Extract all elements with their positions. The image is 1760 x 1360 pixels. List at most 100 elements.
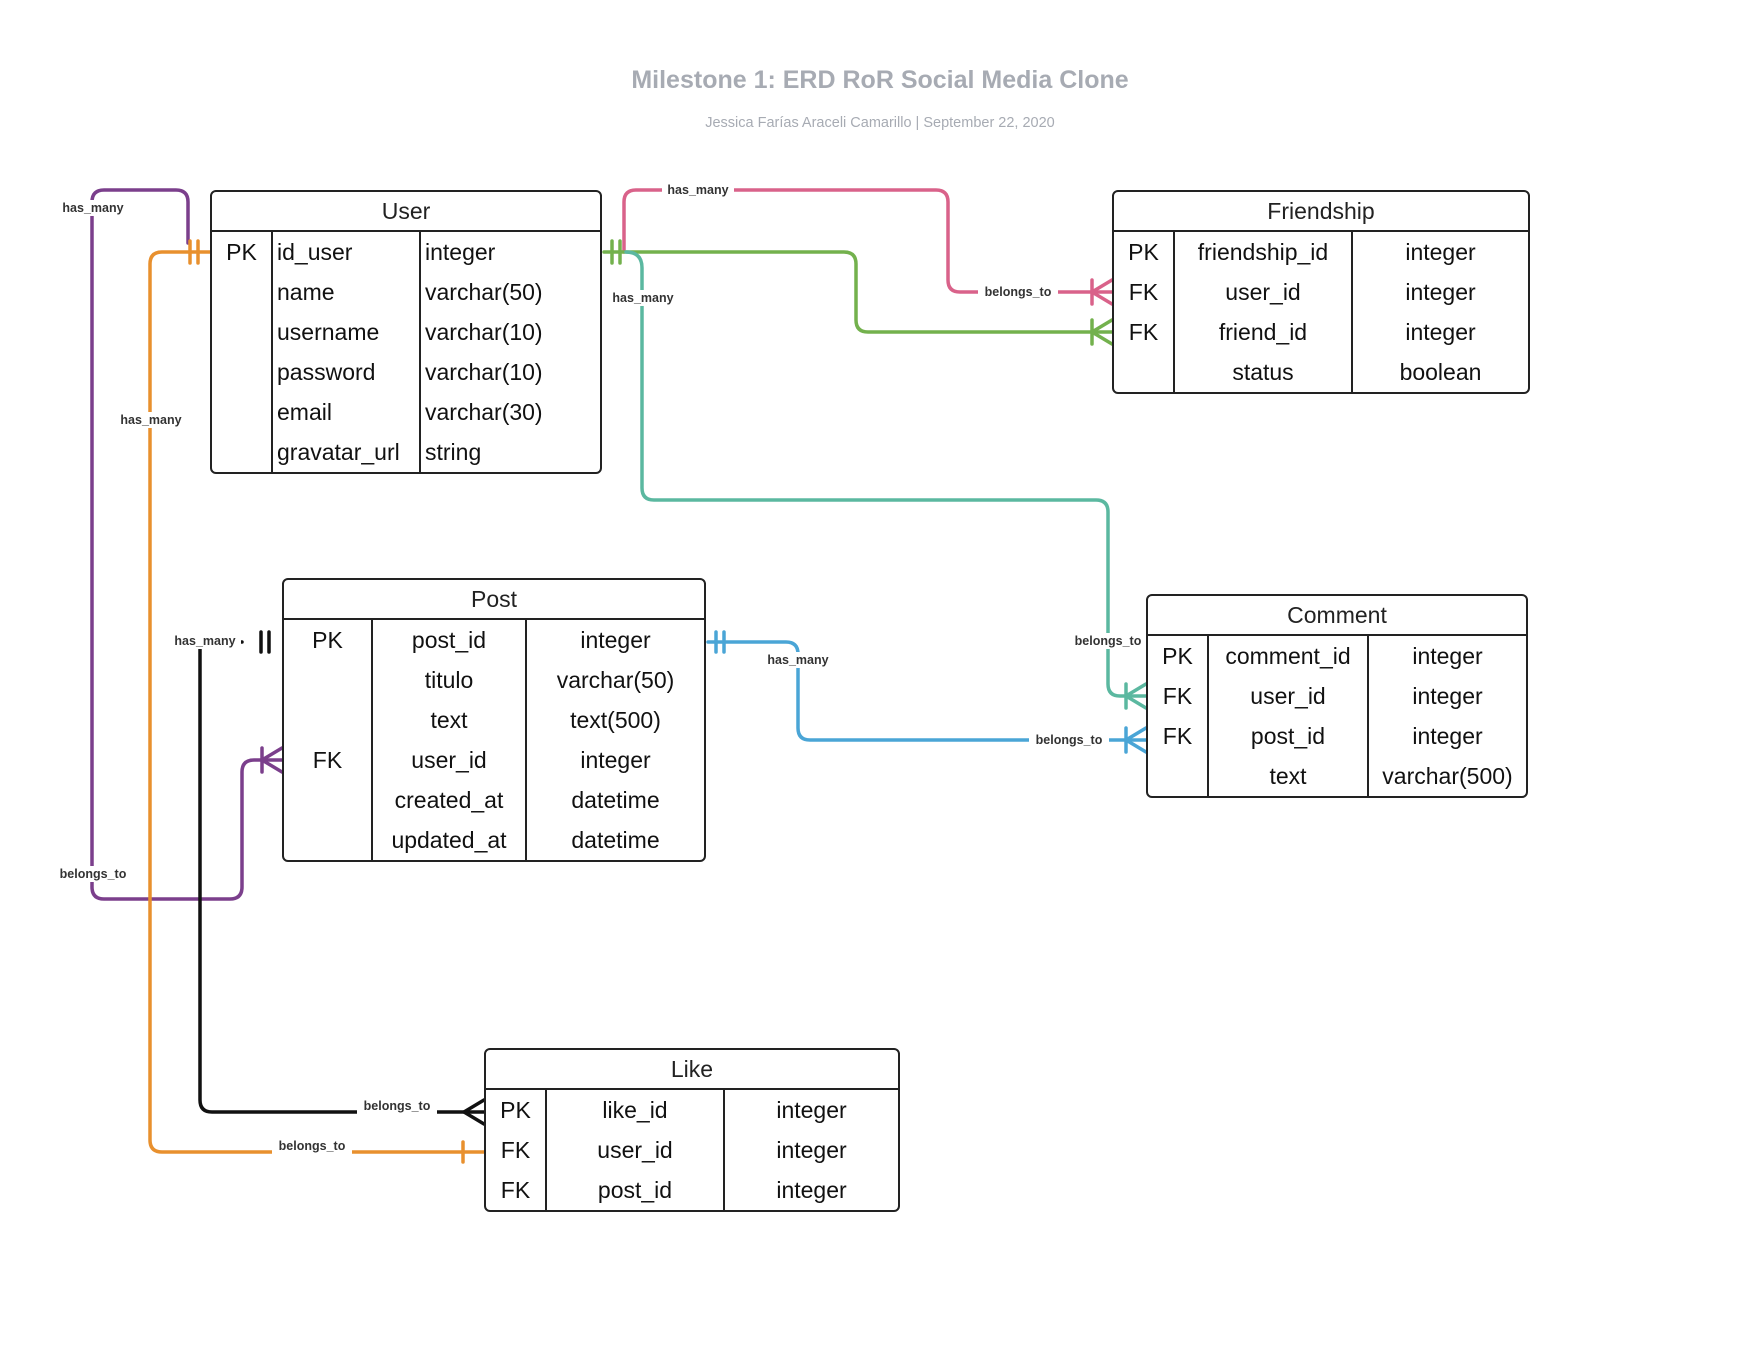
relationship-user-friendship-user[interactable]: has_many belongs_to <box>622 182 1114 306</box>
field-type-cell: integer <box>1351 232 1528 272</box>
relationship-user-comment[interactable]: has_many belongs_to <box>607 250 1148 710</box>
connector-line <box>602 250 1114 334</box>
diagram-title: Milestone 1: ERD RoR Social Media Clone <box>631 66 1129 94</box>
key-cell: PK <box>1128 238 1159 265</box>
field-type-cell: integer <box>1367 636 1526 676</box>
key-cell <box>212 392 272 432</box>
field-name-cell: text <box>1207 756 1368 796</box>
relationship-user-friendship-friend[interactable] <box>602 239 1114 346</box>
one-mark-icon <box>610 239 622 265</box>
field-type-cell: varchar(10) <box>419 352 600 392</box>
relationship-to-label: belongs_to <box>985 285 1052 299</box>
key-cell: PK <box>312 626 343 653</box>
field-name-cell: user_id <box>1207 676 1368 716</box>
key-cell: PK <box>1162 642 1193 669</box>
key-cell <box>1114 352 1174 392</box>
key-cell <box>284 780 372 820</box>
field-name-cell: id_user <box>271 232 420 272</box>
field-name-cell: status <box>1173 352 1352 392</box>
field-type-cell: integer <box>723 1130 898 1170</box>
crows-foot-many-icon <box>1124 726 1148 754</box>
relationship-post-like[interactable]: has_many belongs_to <box>169 630 486 1126</box>
relationship-from-label: has_many <box>174 634 235 648</box>
key-cell: FK <box>1128 318 1159 345</box>
field-name-cell: user_id <box>545 1130 724 1170</box>
key-cell: PK <box>500 1096 531 1123</box>
key-cell: FK <box>1162 682 1193 709</box>
key-cell: PK <box>226 238 257 265</box>
crows-foot-many-icon <box>1090 318 1114 346</box>
relationship-from-label: has_many <box>667 183 728 197</box>
field-name-cell: post_id <box>1207 716 1368 756</box>
field-name-cell: gravatar_url <box>271 432 420 472</box>
key-cell: FK <box>312 746 343 773</box>
field-type-cell: integer <box>1367 716 1526 756</box>
relationship-post-comment[interactable]: has_many belongs_to <box>706 630 1148 754</box>
field-name-cell: text <box>371 700 526 740</box>
field-name-cell: password <box>271 352 420 392</box>
key-cell <box>284 820 372 860</box>
key-cell: FK <box>1128 278 1159 305</box>
one-mark-icon <box>259 630 271 654</box>
field-type-cell: integer <box>723 1170 898 1210</box>
diagram-subtitle: Jessica Farías Araceli Camarillo | Septe… <box>705 115 1055 131</box>
key-cell <box>212 272 272 312</box>
one-mark-icon <box>714 630 726 654</box>
field-type-cell: varchar(50) <box>419 272 600 312</box>
field-name-cell: friend_id <box>1173 312 1352 352</box>
relationship-user-like[interactable]: has_many belongs_to <box>115 239 486 1164</box>
field-name-cell: user_id <box>371 740 526 780</box>
connector-line <box>624 250 1148 698</box>
field-type-cell: datetime <box>525 820 704 860</box>
field-type-cell: integer <box>419 232 600 272</box>
field-type-cell: datetime <box>525 780 704 820</box>
relationship-user-post[interactable]: has_many belongs_to <box>53 188 284 901</box>
field-name-cell: post_id <box>545 1170 724 1210</box>
field-type-cell: boolean <box>1351 352 1528 392</box>
relationship-from-label: has_many <box>62 201 123 215</box>
field-name-cell: like_id <box>545 1090 724 1130</box>
field-type-cell: varchar(50) <box>525 660 704 700</box>
key-cell: FK <box>500 1136 531 1163</box>
field-type-cell: integer <box>525 740 704 780</box>
field-name-cell: user_id <box>1173 272 1352 312</box>
field-type-cell: string <box>419 432 600 472</box>
crows-foot-many-icon <box>1090 278 1114 306</box>
key-cell: FK <box>500 1176 531 1203</box>
field-type-cell: integer <box>723 1090 898 1130</box>
key-cell: FK <box>1162 722 1193 749</box>
relationship-from-label: has_many <box>767 653 828 667</box>
connector-line <box>706 640 1148 742</box>
field-name-cell: titulo <box>371 660 526 700</box>
entity-title: Friendship <box>1114 192 1528 232</box>
connector-line <box>622 188 1114 294</box>
relationship-from-label: has_many <box>612 291 673 305</box>
relationship-to-label: belongs_to <box>60 867 127 881</box>
